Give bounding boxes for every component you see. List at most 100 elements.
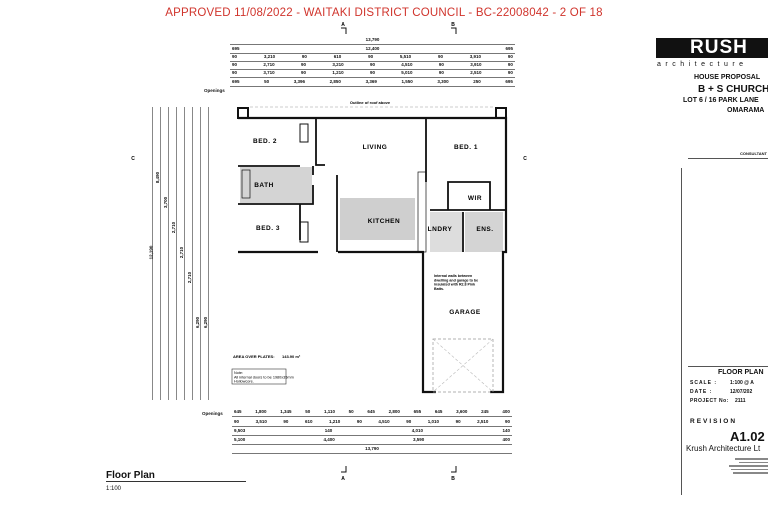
room-garage: GARAGE (449, 309, 481, 316)
area-label: AREA OVER PLATES: (233, 354, 275, 359)
vertical-dimension-line (184, 107, 185, 400)
krush-logo: RUSH (656, 38, 768, 58)
project-type: HOUSE PROPOSAL (694, 74, 761, 81)
vertical-dimension-line (208, 107, 209, 400)
dimension-label: 90 (300, 62, 306, 67)
drawing-scale: 1:100 (106, 486, 122, 492)
laundry-floor (430, 212, 462, 252)
room-laundry: LNDRY (428, 226, 453, 233)
date-label: DATE : (690, 389, 713, 395)
openings-label-bottom: Openings (202, 411, 223, 416)
vertical-dimension-line (152, 107, 153, 400)
dimension-label: 90 (504, 419, 510, 424)
room-labels: BED. 2 LIVING BED. 1 BATH WIR KITCHEN BE… (253, 138, 493, 316)
dimension-label: 1,345 (280, 409, 292, 414)
project-no-label: PROJECT No: (690, 398, 729, 404)
section-markers: A B A B C C (131, 22, 527, 482)
room-bed2: BED. 2 (253, 138, 277, 145)
dimension-label: 645 (434, 409, 443, 414)
dimension-label: 90 (406, 419, 412, 424)
dimension-label: 4,510 (401, 62, 413, 67)
client-name: B + S CHURCH (698, 84, 768, 95)
bath-floor (240, 167, 312, 203)
dimension-label: 90 (438, 70, 444, 75)
dimension-label: 3,300 (437, 79, 449, 84)
dimension-label: 50 (264, 79, 270, 84)
scale-label: SCALE : (690, 380, 717, 386)
dimension-label: 90 (369, 70, 375, 75)
site-town: OMARAMA (727, 107, 765, 114)
revision-label: REVISION (690, 418, 738, 425)
dimension-label: 2,510 (477, 419, 489, 424)
dimension-label: 2,800 (388, 409, 400, 414)
roof-outline-note: Outline of roof above (350, 100, 391, 105)
vertical-dimension-line (176, 107, 177, 400)
note-box (231, 368, 287, 385)
dimension-row: 13,790 (230, 37, 515, 45)
walls (237, 107, 508, 394)
dimension-label: 695 (232, 46, 240, 51)
dimension-label: 90 (455, 419, 461, 424)
drawing-title: Floor Plan (106, 470, 246, 482)
dimension-label: 90 (507, 54, 513, 59)
dimension-label: 1,800 (255, 409, 267, 414)
dimension-label: 90 (437, 54, 443, 59)
dimension-label: 5,510 (399, 54, 412, 59)
dimension-label: 12,400 (365, 46, 380, 51)
dimension-label: 3,710 (263, 70, 275, 75)
sheet-number: A1.02 (730, 429, 765, 444)
area-value: 143.90 m² (282, 354, 301, 359)
approval-stamp: APPROVED 11/08/2022 - WAITAKI DISTRICT C… (165, 7, 603, 19)
room-living: LIVING (363, 144, 388, 151)
dimension-label: 655 (413, 409, 422, 414)
dimension-label: 245 (481, 409, 489, 414)
dimension-label: 1,210 (329, 419, 341, 424)
dimension-label: 140 (502, 428, 510, 433)
dimension-label: 1,210 (332, 70, 344, 75)
dimension-label: 3,369 (365, 79, 377, 84)
dimension-label: 4,510 (378, 419, 390, 424)
dimension-label: 610 (333, 54, 342, 59)
dimension-label: 610 (304, 419, 313, 424)
dimension-label: 1,110 (323, 409, 335, 414)
dimension-label: 3,910 (469, 54, 482, 59)
section-marker-b: B (451, 476, 455, 482)
dimension-label: 140 (324, 428, 333, 433)
dimension-label: 13,790 (365, 37, 380, 42)
dimension-label: 645 (367, 409, 375, 414)
dimension-label: 90 (438, 62, 444, 67)
dimension-label: 9,503 (234, 428, 246, 433)
dimension-label: 90 (232, 70, 238, 75)
dimension-label: 3,210 (263, 54, 276, 59)
company-name: Krush Architecture Lt (686, 444, 761, 453)
dimension-label: 90 (368, 54, 374, 59)
dimension-row: 13,790 (232, 446, 512, 454)
dimension-label: 2,850 (329, 79, 341, 84)
section-marker-b-top: B (451, 22, 455, 28)
dimension-label: 3,396 (293, 79, 306, 84)
room-ensuite: ENS. (476, 226, 493, 233)
dimension-row: 695 12,400 695 (230, 46, 515, 54)
dimension-label: 3,590 (412, 437, 425, 442)
dimension-label: 695 (505, 79, 513, 84)
room-bath: BATH (254, 182, 274, 189)
dimension-label: 90 (369, 62, 375, 67)
dimension-label: 2,510 (470, 70, 482, 75)
dimension-label: 1,550 (401, 79, 413, 84)
room-wir: WIR (468, 195, 482, 202)
company-details-fineprint (725, 456, 768, 476)
dimension-label: 3,910 (470, 62, 482, 67)
dimension-label: 90 (300, 70, 306, 75)
dimension-label: 90 (356, 419, 362, 424)
room-fills (240, 167, 503, 252)
dimension-label: 3,510 (255, 419, 267, 424)
dimension-label: 695 (505, 46, 513, 51)
